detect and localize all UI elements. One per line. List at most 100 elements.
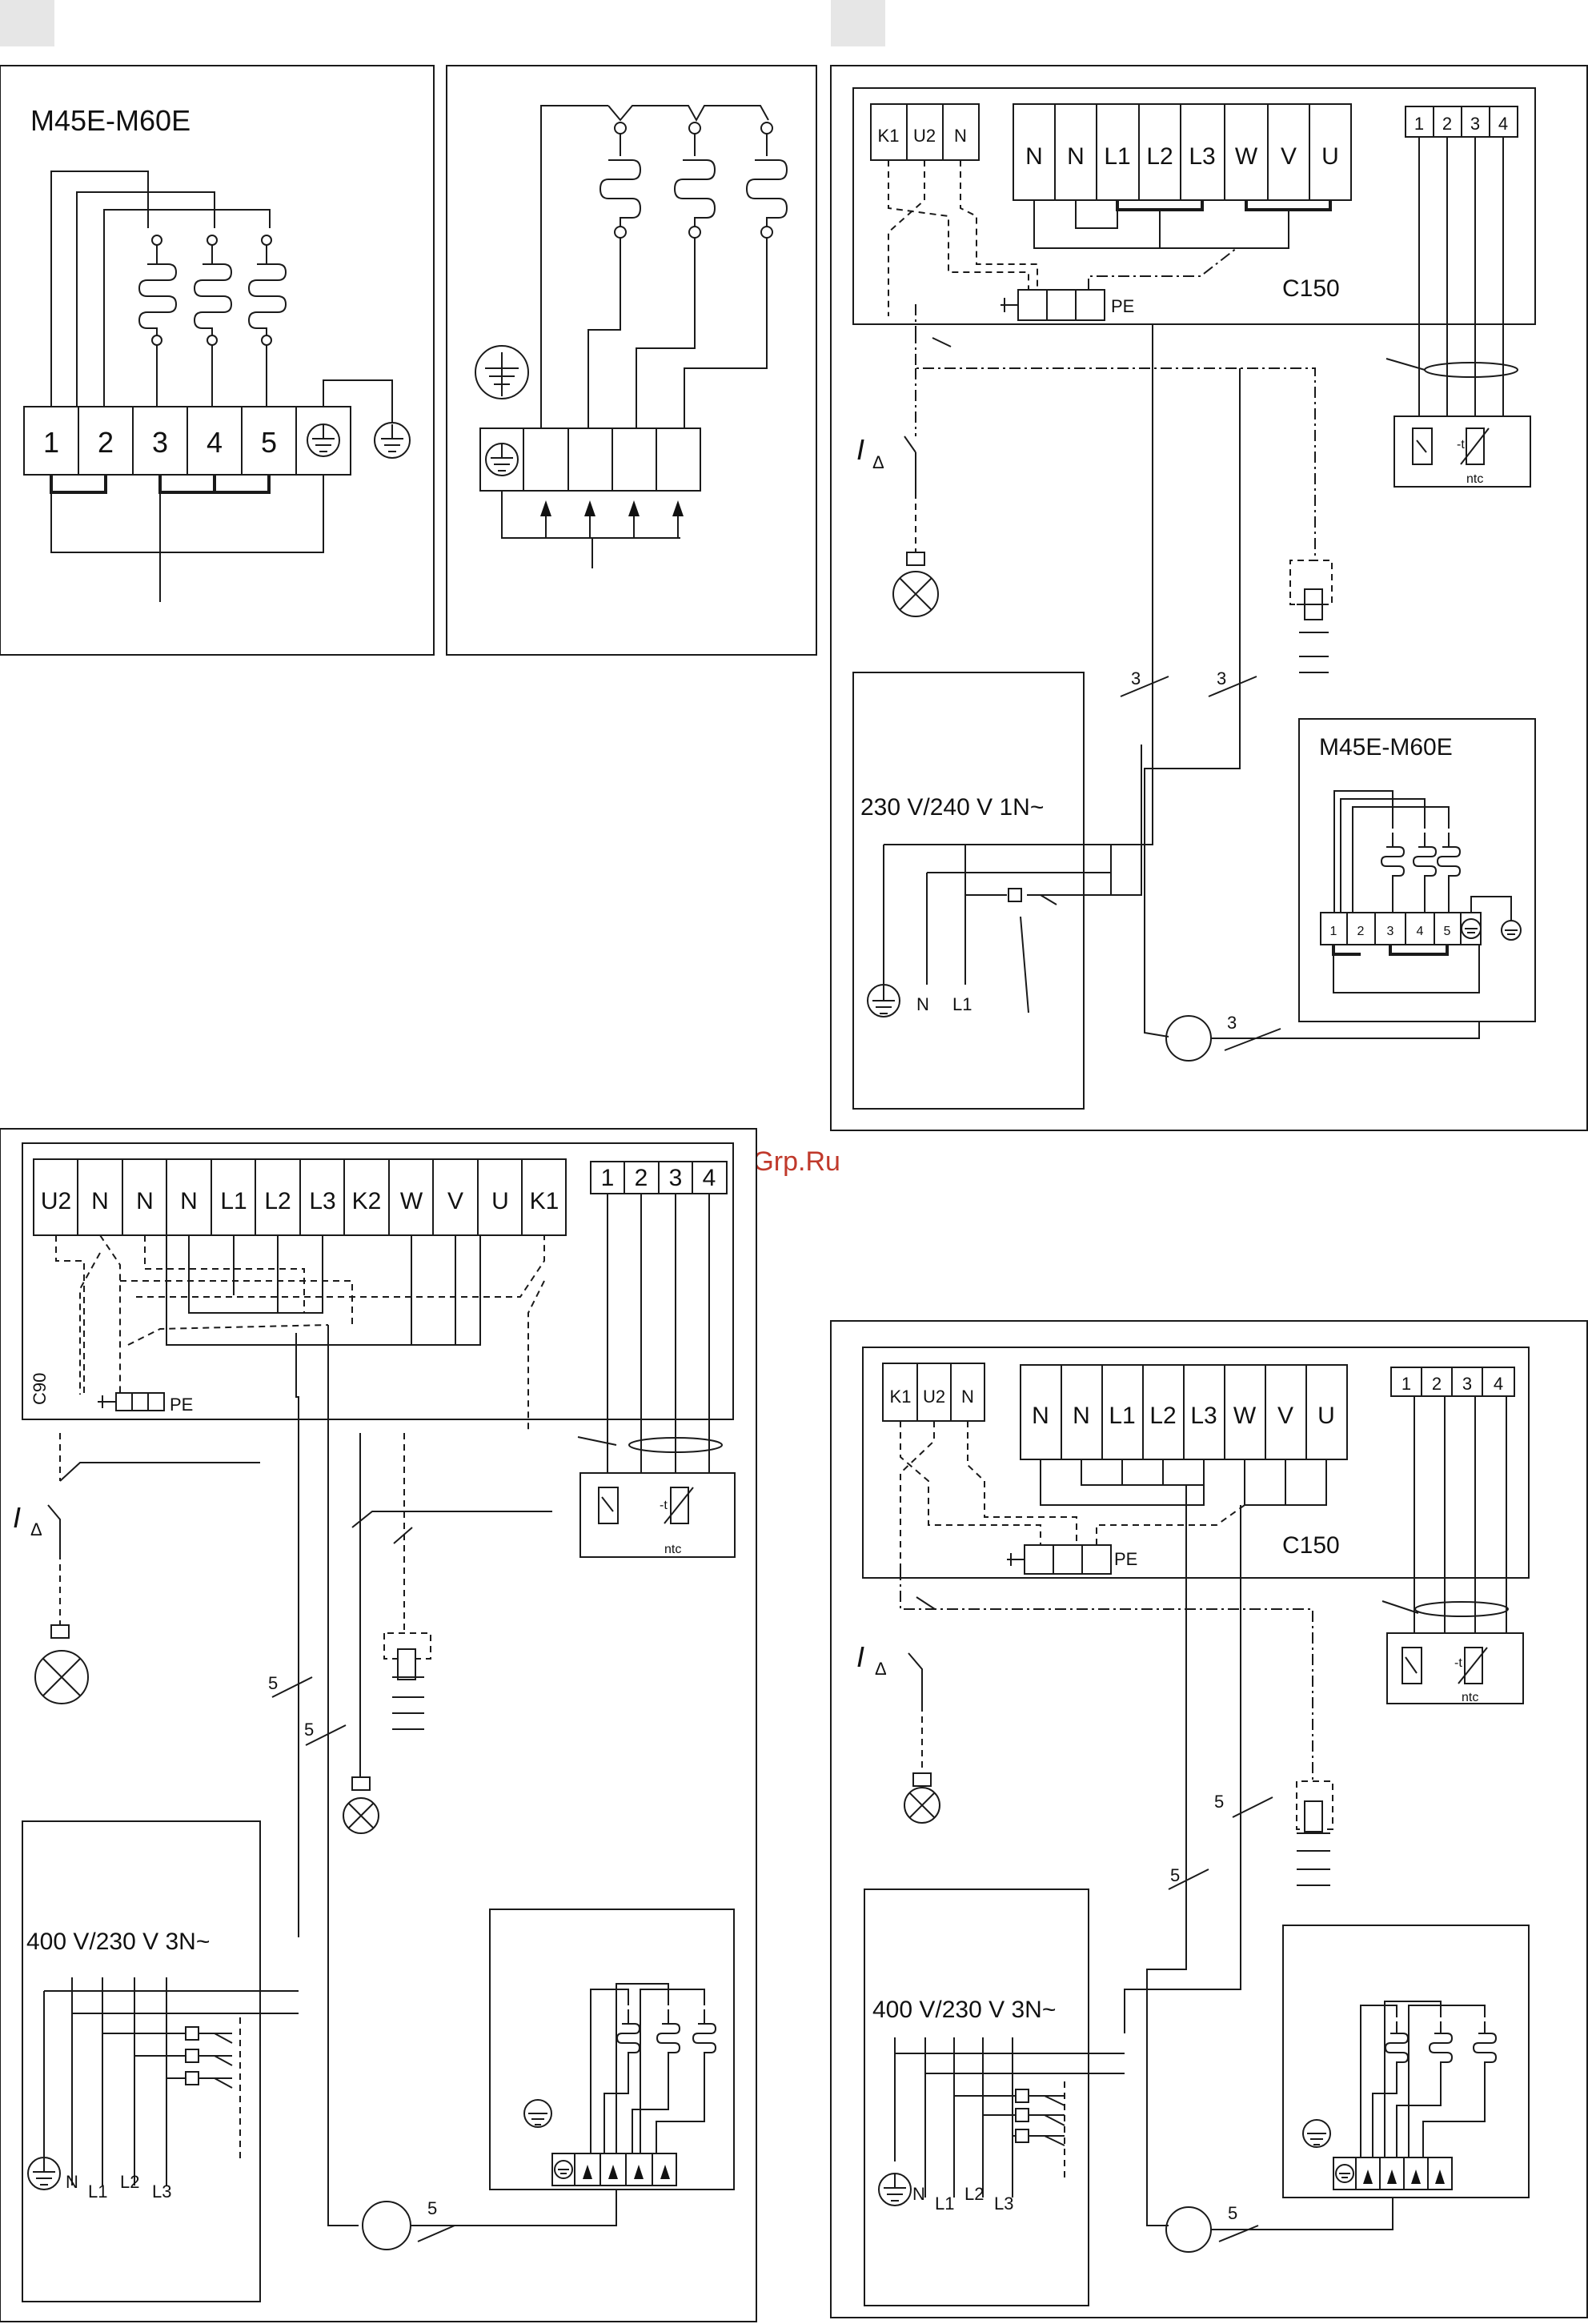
lamp-icon xyxy=(892,552,939,617)
svg-text:-t: -t xyxy=(660,1499,668,1512)
svg-text:2: 2 xyxy=(1357,925,1365,938)
svg-text:N: N xyxy=(1073,1403,1090,1429)
ground-icon xyxy=(878,2173,912,2206)
svg-text:N: N xyxy=(954,126,967,146)
svg-text:L1: L1 xyxy=(220,1188,247,1214)
svg-text:U: U xyxy=(491,1188,509,1214)
cable-count-1: 5 xyxy=(1170,1865,1180,1885)
heating-element-icon xyxy=(1380,833,1462,913)
ground-terminal-icon xyxy=(307,423,340,457)
terminal-3: 3 xyxy=(152,426,168,459)
terminal-1: 1 xyxy=(43,426,59,459)
svg-text:L3: L3 xyxy=(1190,1403,1217,1429)
heating-element-icon xyxy=(604,2009,717,2153)
svg-text:K1: K1 xyxy=(878,126,900,146)
ground-terminal-icon xyxy=(554,2160,573,2179)
cable-count-2: 5 xyxy=(304,1720,314,1740)
svg-text:1: 1 xyxy=(601,1165,615,1191)
svg-text:-t: -t xyxy=(1457,438,1465,452)
ground-icon xyxy=(523,2099,552,2128)
svg-text:4: 4 xyxy=(1417,925,1424,938)
svg-text:Δ: Δ xyxy=(872,452,884,472)
terminal-2: 2 xyxy=(98,426,114,459)
svg-text:N: N xyxy=(912,2184,925,2204)
svg-text:U2: U2 xyxy=(41,1188,71,1214)
svg-text:W: W xyxy=(1235,143,1258,170)
svg-text:L3: L3 xyxy=(309,1188,335,1214)
svg-text:1: 1 xyxy=(1402,1374,1411,1394)
svg-text:N: N xyxy=(91,1188,109,1214)
ground-icon xyxy=(1470,896,1522,941)
svg-text:2: 2 xyxy=(1432,1374,1442,1394)
ground-terminal-icon xyxy=(485,443,519,476)
svg-text:3: 3 xyxy=(1470,114,1480,134)
ntc-label: ntc xyxy=(664,1543,681,1556)
ground-icon xyxy=(867,984,900,1018)
svg-text:K2: K2 xyxy=(352,1188,382,1214)
ground-icon xyxy=(1302,2119,1331,2148)
cable-count-3: 3 xyxy=(1227,1013,1237,1033)
svg-text:PE: PE xyxy=(1114,1549,1137,1569)
svg-text:V: V xyxy=(447,1188,463,1214)
terminal-5: 5 xyxy=(261,426,277,459)
cable-count-2: 5 xyxy=(1214,1792,1224,1812)
svg-text:N: N xyxy=(961,1387,974,1407)
svg-text:N: N xyxy=(1025,143,1043,170)
svg-text:N: N xyxy=(916,994,929,1014)
ntc-label: ntc xyxy=(1466,472,1483,486)
ground-terminal-icon xyxy=(1461,918,1482,939)
svg-text:L1: L1 xyxy=(1109,1403,1135,1429)
svg-text:V: V xyxy=(1281,143,1297,170)
svg-text:PE: PE xyxy=(170,1395,193,1415)
svg-text:U2: U2 xyxy=(923,1387,945,1407)
svg-text:K1: K1 xyxy=(890,1387,912,1407)
ground-icon xyxy=(475,345,529,399)
controller-label: C90 xyxy=(30,1373,50,1405)
svg-text:Δ: Δ xyxy=(875,1659,887,1679)
svg-text:K1: K1 xyxy=(530,1188,559,1214)
ground-icon xyxy=(27,2157,61,2190)
svg-text:1: 1 xyxy=(1414,114,1424,134)
svg-text:L3: L3 xyxy=(1189,143,1215,170)
svg-text:4: 4 xyxy=(1494,1374,1503,1394)
controller-label: C150 xyxy=(1282,1532,1340,1559)
panel-heater-terminals: M45E-M60E 1 2 3 4 5 xyxy=(0,65,435,656)
panel-a-model-title: M45E-M60E xyxy=(30,104,190,137)
svg-text:N: N xyxy=(180,1188,198,1214)
ground-icon xyxy=(323,379,411,459)
svg-text:2: 2 xyxy=(635,1165,648,1191)
lamp-icon xyxy=(34,1624,89,1704)
svg-text:5: 5 xyxy=(1444,925,1451,938)
svg-text:W: W xyxy=(1233,1403,1257,1429)
svg-text:N: N xyxy=(1032,1403,1049,1429)
svg-text:L2: L2 xyxy=(964,2184,984,2204)
cable-count-2: 3 xyxy=(1217,668,1226,688)
supply-voltage: 230 V/240 V 1N~ xyxy=(860,794,1044,821)
ntc-sensor-icon: -t xyxy=(1457,427,1490,465)
heating-element-icon xyxy=(1372,2021,1498,2157)
svg-text:N: N xyxy=(136,1188,154,1214)
panel-c150-three-phase: K1 U2 N N N L1 L2 L3 W V U 1 2 3 4 PE C1… xyxy=(830,1320,1588,2318)
thermostat-icon xyxy=(1412,427,1433,465)
rcd-symbol: I xyxy=(856,1640,864,1673)
svg-text:3: 3 xyxy=(669,1165,683,1191)
svg-text:L2: L2 xyxy=(120,2172,139,2192)
svg-text:L2: L2 xyxy=(1149,1403,1176,1429)
relay-contact-icon xyxy=(1297,1800,1330,1886)
svg-text:3: 3 xyxy=(1387,925,1394,938)
svg-text:W: W xyxy=(400,1188,423,1214)
cable-count-3: 5 xyxy=(427,2198,437,2218)
panel-c150-single-phase: K1 U2 N N N L1 L2 L3 W V U 1 2 3 4 PE C1… xyxy=(830,65,1588,1131)
ntc-sensor-icon: -t xyxy=(660,1487,694,1524)
svg-text:L2: L2 xyxy=(1146,143,1173,170)
svg-text:U: U xyxy=(1317,1403,1335,1429)
ntc-label: ntc xyxy=(1462,1691,1478,1704)
heating-element-icon xyxy=(599,122,788,239)
svg-text:L1: L1 xyxy=(952,994,972,1014)
ntc-sensor-icon: -t xyxy=(1454,1647,1488,1684)
ground-terminal-icon xyxy=(1335,2164,1354,2183)
rcd-symbol: I xyxy=(13,1501,21,1534)
svg-text:U: U xyxy=(1321,143,1339,170)
cable-count-1: 5 xyxy=(268,1673,278,1693)
supply-arrows xyxy=(501,491,684,568)
